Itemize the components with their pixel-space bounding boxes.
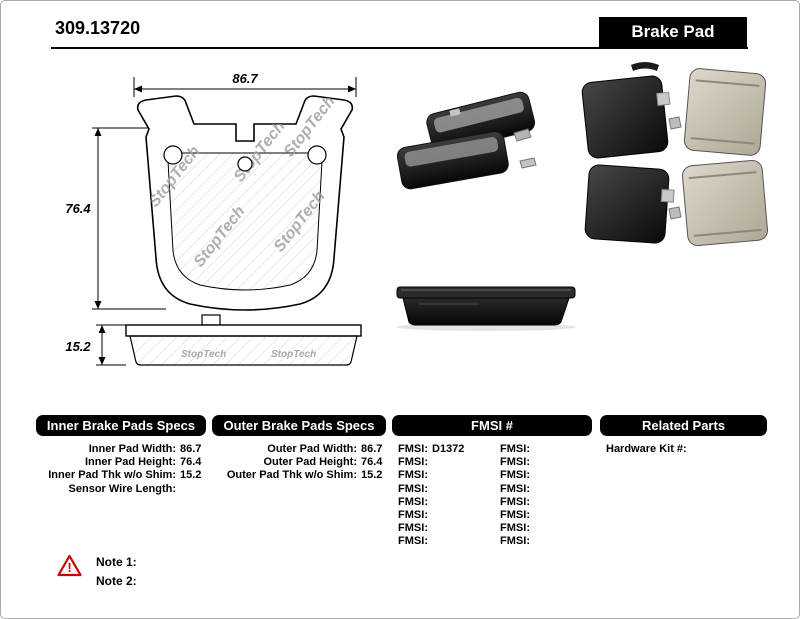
fmsi-label: FMSI:: [398, 535, 428, 548]
fmsi-row: FMSI: FMSI:: [392, 535, 592, 548]
fmsi-row: FMSI: FMSI:: [392, 522, 592, 535]
warning-icon: !: [57, 554, 82, 577]
related-label: Hardware Kit #:: [606, 443, 687, 455]
fmsi-label: FMSI:: [398, 482, 428, 495]
spec-row: Outer Pad Height: 76.4: [212, 456, 386, 469]
fmsi-value: [534, 522, 592, 535]
fmsi-row: FMSI: FMSI:: [392, 509, 592, 522]
spec-value: 76.4: [180, 456, 202, 469]
spec-value: 86.7: [361, 443, 383, 455]
fmsi-label: FMSI:: [500, 495, 530, 508]
spec-row: Inner Pad Width: 86.7: [36, 443, 206, 456]
fmsi-value: [534, 496, 592, 509]
outer-specs-header: Outer Brake Pads Specs: [212, 415, 386, 436]
fmsi-value: [432, 469, 490, 482]
fmsi-label: FMSI:: [500, 535, 530, 548]
related-parts-table: Related Parts Hardware Kit #:: [600, 415, 767, 456]
fmsi-label: FMSI:: [398, 456, 428, 469]
dim-width-label: 86.7: [232, 71, 258, 86]
fmsi-header: FMSI #: [392, 415, 592, 436]
fmsi-table: FMSI # FMSI: D1372 FMSI: FMSI: FMSI: FMS…: [392, 415, 592, 549]
fmsi-label: FMSI:: [500, 456, 530, 469]
fmsi-label: FMSI:: [398, 522, 428, 535]
fmsi-value: D1372: [432, 443, 465, 455]
fmsi-value: [534, 443, 592, 456]
spec-row: Inner Pad Height: 76.4: [36, 456, 206, 469]
spec-label: Inner Pad Width:: [88, 443, 176, 455]
fmsi-value: [534, 469, 592, 482]
spec-row: Inner Pad Thk w/o Shim: 15.2: [36, 469, 206, 482]
outer-specs-table: Outer Brake Pads Specs Outer Pad Width: …: [212, 415, 386, 483]
part-number: 309.13720: [55, 18, 141, 38]
spec-label: Outer Pad Width:: [267, 443, 357, 455]
fmsi-row: FMSI: FMSI:: [392, 483, 592, 496]
spec-value: 86.7: [180, 443, 202, 455]
dim-thickness-label: 15.2: [65, 339, 91, 354]
fmsi-row: FMSI: FMSI:: [392, 456, 592, 469]
spec-row: Sensor Wire Length:: [36, 483, 206, 496]
fmsi-value: [432, 483, 490, 496]
related-parts-header: Related Parts: [600, 415, 767, 436]
dimension-width: 86.7: [133, 71, 357, 97]
fmsi-value: [534, 456, 592, 469]
pad-photo-set: [581, 62, 769, 247]
fmsi-label: FMSI:: [398, 509, 428, 522]
fmsi-value: [534, 483, 592, 496]
fmsi-row: FMSI: D1372 FMSI:: [392, 443, 592, 456]
pad-top-view: StopTech StopTech StopTech StopTech Stop…: [136, 95, 354, 311]
fmsi-label: FMSI:: [500, 482, 530, 495]
svg-text:StopTech: StopTech: [181, 349, 226, 360]
spec-label: Outer Pad Thk w/o Shim:: [226, 469, 357, 482]
dimension-height: 76.4: [65, 127, 166, 310]
note-1: Note 1:: [96, 555, 137, 569]
fmsi-label: FMSI:: [500, 443, 530, 455]
fmsi-value: [534, 509, 592, 522]
pad-photo-side: [396, 286, 576, 331]
technical-drawing: 86.7 76.4 StopTech StopTech StopTech Sto…: [65, 71, 362, 366]
warning-glyph: !: [67, 560, 71, 575]
note-2: Note 2:: [96, 574, 137, 588]
fmsi-row: FMSI: FMSI:: [392, 469, 592, 482]
fmsi-row: FMSI: FMSI:: [392, 496, 592, 509]
spec-label: Inner Pad Height:: [84, 456, 176, 469]
fmsi-value: [432, 535, 490, 548]
fmsi-value: [432, 456, 490, 469]
spec-value: 15.2: [361, 469, 383, 482]
spec-value: 15.2: [180, 469, 202, 482]
watermark: StopTech StopTech: [181, 349, 316, 360]
spec-row: Outer Pad Width: 86.7: [212, 443, 386, 456]
inner-specs-table: Inner Brake Pads Specs Inner Pad Width: …: [36, 415, 206, 496]
inner-specs-header: Inner Brake Pads Specs: [36, 415, 206, 436]
spec-row: Outer Pad Thk w/o Shim: 15.2: [212, 469, 386, 482]
related-row: Hardware Kit #:: [600, 443, 767, 456]
fmsi-value: [432, 496, 490, 509]
fmsi-label: FMSI:: [398, 495, 428, 508]
fmsi-label: FMSI:: [398, 443, 428, 455]
spec-value: 76.4: [361, 456, 383, 469]
fmsi-label: FMSI:: [500, 522, 530, 535]
fmsi-label: FMSI:: [500, 469, 530, 482]
spec-label: Sensor Wire Length:: [68, 482, 176, 495]
fmsi-label: FMSI:: [500, 509, 530, 522]
header-divider: [51, 47, 748, 49]
fmsi-label: FMSI:: [398, 469, 428, 482]
fmsi-value: [432, 522, 490, 535]
svg-text:StopTech: StopTech: [271, 349, 316, 360]
notes-section: ! Note 1: Note 2:: [57, 553, 137, 591]
pad-photo-pair: [396, 91, 537, 190]
product-type-badge: Brake Pad: [599, 17, 747, 47]
spec-label: Inner Pad Thk w/o Shim:: [48, 469, 176, 482]
fmsi-value: [432, 509, 490, 522]
spec-label: Outer Pad Height:: [263, 456, 357, 469]
fmsi-value: [534, 535, 592, 548]
dimension-thickness: 15.2: [65, 324, 126, 366]
dim-height-label: 76.4: [65, 201, 91, 216]
pad-side-view: StopTech StopTech: [125, 314, 362, 366]
